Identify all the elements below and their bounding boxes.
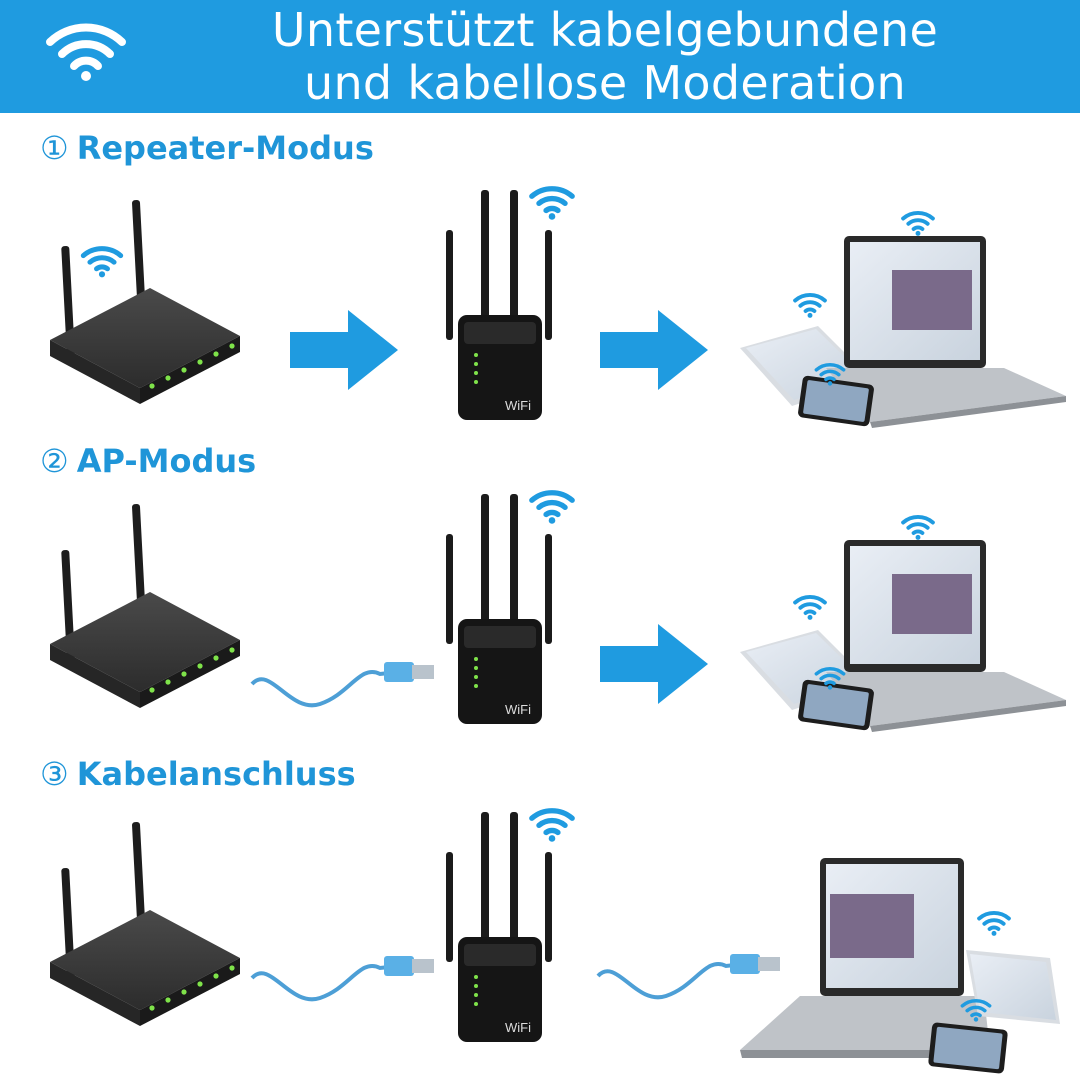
scene-repeater-mode: WiFi [0,170,1080,460]
ethernet-cable-illustration [250,956,434,1002]
wifi-signal-icon [814,664,846,690]
router-illustration [50,504,240,708]
wifi-signal-icon [900,512,936,540]
wifi-repeater-illustration: WiFi [446,190,552,420]
ethernet-cable-illustration [250,662,434,708]
client-devices-illustration [740,858,1060,1074]
wifi-signal-icon [900,208,936,236]
wifi-signal-icon [792,592,828,620]
arrow-right-icon [290,310,398,390]
scene-ap-mode: WiFi [0,484,1080,774]
wifi-signal-icon [528,182,576,220]
mode-label: Repeater-Modus [76,129,374,167]
device-logo: WiFi [505,1020,531,1035]
mode-number: ① [40,129,69,167]
wifi-repeater-illustration: WiFi [446,812,552,1042]
arrow-right-icon [600,624,708,704]
client-devices-illustration [740,540,1066,732]
client-devices-illustration [740,236,1066,428]
mode-number: ② [40,442,69,480]
mode-label: Kabelanschluss [76,755,356,793]
device-logo: WiFi [505,702,531,717]
mode-number: ③ [40,755,69,793]
header-banner: Unterstützt kabelgebundene und kabellose… [0,0,1080,113]
wifi-signal-icon [792,290,828,318]
wifi-signal-icon [528,804,576,842]
router-illustration [50,822,240,1026]
wifi-signal-icon [814,360,846,386]
scene-cable-mode: WiFi [0,798,1080,1088]
arrow-right-icon [600,310,708,390]
ethernet-cable-illustration [596,954,780,1000]
device-logo: WiFi [505,398,531,413]
banner-title-line-2: und kabellose Moderation [304,56,906,110]
banner-title-line-1: Unterstützt kabelgebundene [271,3,939,57]
wifi-signal-icon [528,486,576,524]
wifi-signal-icon [960,996,992,1022]
banner-title: Unterstützt kabelgebundene und kabellose… [150,4,1060,110]
wifi-icon [46,23,126,81]
wifi-signal-icon [976,908,1012,936]
mode-label: AP-Modus [76,442,257,480]
wifi-signal-icon [80,242,124,278]
router-illustration [50,200,240,404]
wifi-repeater-illustration: WiFi [446,494,552,724]
